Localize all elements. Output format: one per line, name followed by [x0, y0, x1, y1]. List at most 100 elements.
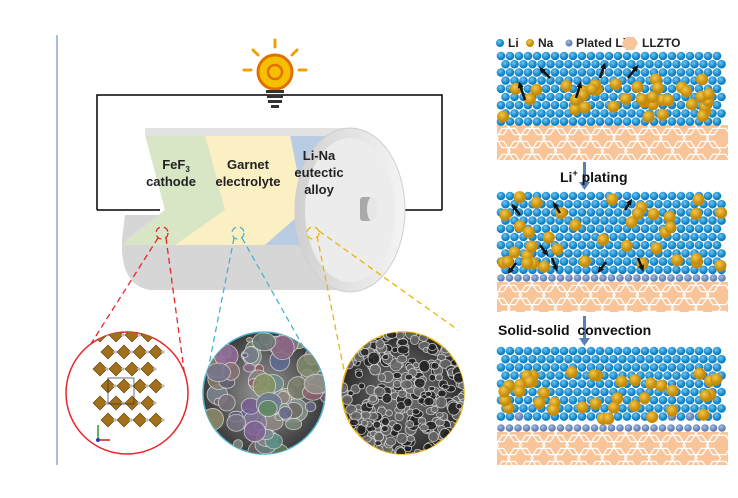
plated-li-atom	[565, 274, 573, 282]
li-atom	[519, 404, 528, 413]
plated-li-atom	[658, 424, 667, 432]
li-atom	[622, 412, 632, 421]
na-atom	[585, 83, 598, 96]
li-atom	[654, 59, 663, 69]
plated-li-atom	[531, 274, 539, 282]
li-atom	[613, 412, 623, 421]
li-atom	[658, 68, 668, 77]
na-atom	[697, 408, 710, 421]
li-atom	[505, 100, 515, 110]
li-atom	[613, 240, 623, 250]
li-atom	[672, 92, 681, 102]
li-atom	[591, 249, 600, 258]
grain	[369, 363, 382, 376]
li-atom	[501, 249, 510, 258]
na-atom	[696, 73, 709, 86]
plated-li-atom	[692, 424, 701, 432]
na-atom	[656, 108, 669, 121]
grain	[409, 334, 420, 345]
na-atom	[522, 226, 535, 239]
plated-li-atom	[633, 424, 641, 432]
plated-li-atom	[718, 424, 726, 432]
na-atom	[551, 243, 564, 256]
grain	[458, 381, 464, 390]
plated-li-atom	[624, 424, 633, 432]
li-atom	[564, 387, 573, 397]
grain	[360, 347, 370, 357]
li-atom	[564, 199, 573, 209]
li-atom	[541, 346, 551, 356]
na-atom	[523, 93, 536, 106]
li-atom	[636, 59, 645, 69]
grain	[246, 337, 254, 343]
li-atom	[537, 371, 546, 380]
li-atom	[712, 363, 722, 372]
na-atom	[602, 412, 615, 425]
li-atom	[681, 249, 690, 258]
f-atom	[129, 418, 133, 422]
li-atom	[528, 354, 537, 364]
plated-li-atom	[539, 424, 548, 432]
legend-plated: Plated Li	[576, 36, 626, 50]
li-atom	[496, 346, 506, 356]
na-atom	[638, 392, 651, 405]
li-atom	[550, 224, 560, 234]
grain	[296, 353, 322, 378]
li-atom	[501, 76, 510, 85]
na-atom	[525, 240, 538, 253]
li-atom	[510, 59, 519, 69]
li-atom	[577, 191, 587, 201]
li-atom	[532, 363, 542, 372]
li-atom	[622, 117, 632, 126]
grain	[455, 402, 463, 410]
li-atom	[568, 208, 578, 217]
legend-llzto: LLZTO	[642, 36, 680, 50]
li-atom	[717, 92, 726, 102]
li-atom	[676, 363, 686, 372]
li-atom	[676, 100, 686, 110]
li-atom	[604, 257, 614, 266]
li-atom	[559, 379, 569, 389]
electrolyte-label: Garnet	[227, 157, 270, 172]
li-atom	[568, 51, 578, 61]
li-atom	[546, 354, 555, 364]
anode-label-3: alloy	[304, 182, 334, 197]
li-atom	[667, 117, 677, 126]
f-atom	[161, 350, 165, 354]
li-atom	[712, 224, 722, 234]
plated-li-atom	[514, 424, 522, 432]
li-atom	[501, 59, 510, 69]
plated-li-atom	[633, 274, 641, 282]
li-atom	[600, 109, 609, 118]
electrolyte-label-2: electrolyte	[215, 174, 280, 189]
li-atom	[613, 224, 623, 234]
na-atom	[696, 110, 709, 123]
grain	[411, 408, 421, 415]
plated-li-atom	[650, 424, 658, 432]
li-atom	[676, 117, 686, 126]
plated-li-atom	[590, 274, 599, 282]
li-atom	[591, 387, 600, 397]
li-atom	[712, 346, 722, 356]
na-atom	[578, 255, 591, 268]
li-atom	[591, 265, 600, 275]
li-atom	[532, 51, 542, 61]
grain	[395, 332, 405, 340]
li-atom	[505, 224, 515, 234]
li-atom	[559, 363, 569, 372]
li-atom	[582, 387, 591, 397]
fef3-octahedron	[116, 344, 132, 360]
li-atom	[568, 257, 578, 266]
grain	[430, 361, 440, 370]
grain	[360, 419, 369, 427]
li-atom	[505, 51, 515, 61]
li-atom	[559, 395, 569, 405]
li-atom	[658, 51, 668, 61]
li-atom	[672, 199, 681, 209]
li-atom	[604, 363, 614, 372]
li-atom	[604, 346, 614, 356]
grain	[412, 361, 420, 369]
li-atom	[546, 59, 555, 69]
legend-li: Li	[508, 36, 519, 50]
plated-li-atom	[505, 274, 514, 282]
